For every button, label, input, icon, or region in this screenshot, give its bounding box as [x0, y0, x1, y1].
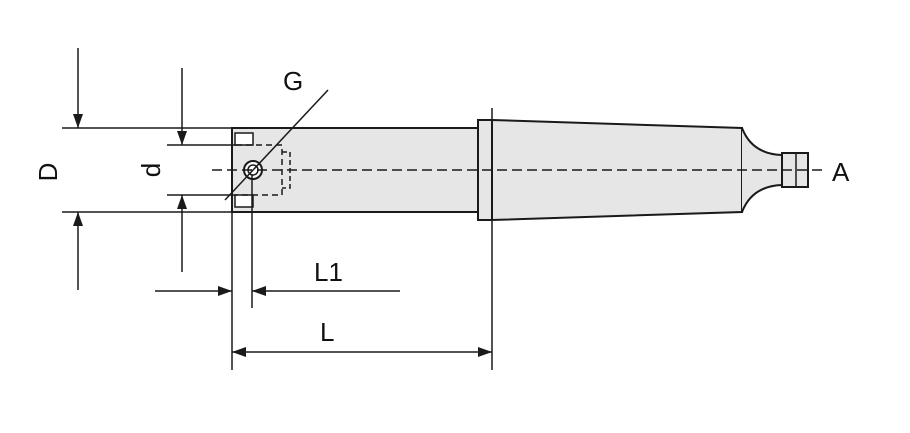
label-g: G	[283, 66, 303, 96]
label-a: A	[832, 157, 850, 187]
notch-top	[234, 132, 254, 146]
dimension-l	[232, 108, 493, 370]
notch-bottom	[234, 194, 254, 208]
dimension-d-small	[167, 68, 236, 272]
g-leader-line	[224, 89, 329, 201]
dimension-d-large	[62, 48, 232, 290]
label-d-large: D	[33, 163, 63, 182]
dimension-l1	[155, 175, 400, 370]
label-d-small: d	[136, 163, 166, 177]
label-l1: L1	[314, 257, 343, 287]
label-l: L	[320, 317, 334, 347]
